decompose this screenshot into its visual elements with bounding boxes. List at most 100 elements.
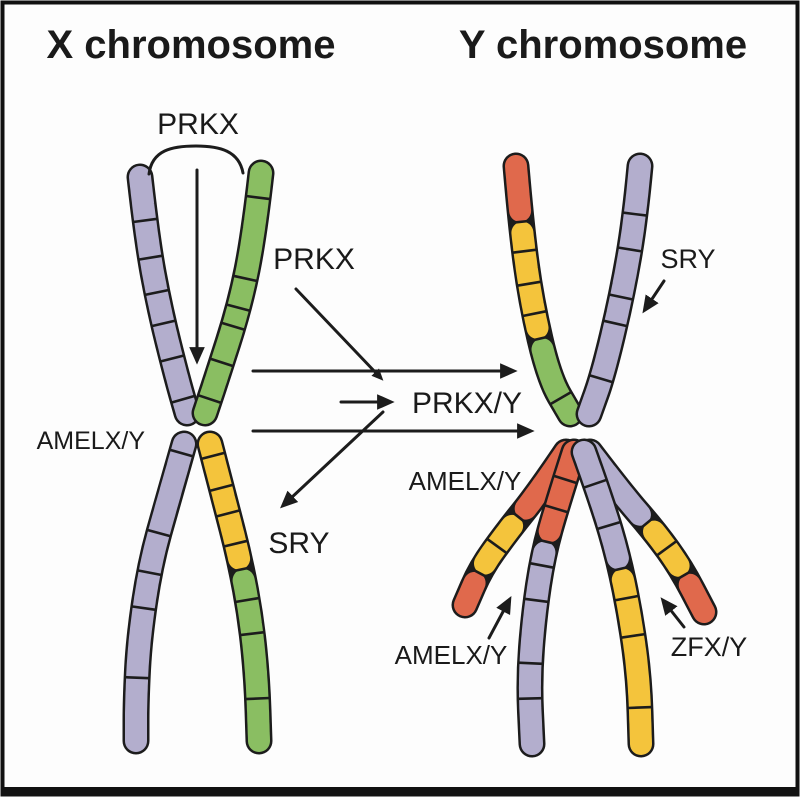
segment-line <box>617 246 643 253</box>
x-chromosome-title: X chromosome <box>47 23 336 67</box>
segment-line <box>159 354 185 363</box>
x-upper-right-section-green <box>194 162 272 424</box>
label-amelxy-y-center: AMELX/Y <box>409 466 522 496</box>
segment-line <box>209 483 234 493</box>
y-upper-left-section-yellow <box>511 221 549 339</box>
segment-line <box>656 540 678 557</box>
segment-line <box>608 293 634 301</box>
segment-line <box>223 539 248 548</box>
annotation-arrows <box>147 144 686 640</box>
label-prkx-side: PRKX <box>273 243 355 276</box>
segment-line <box>486 537 508 555</box>
segment-line <box>508 219 534 225</box>
segment-line <box>132 217 158 224</box>
segment-line <box>608 564 633 573</box>
y-chromosome-title: Y chromosome <box>459 23 747 67</box>
arrow-to-sry-x <box>280 410 385 509</box>
label-prkxy: PRKX/Y <box>412 387 522 420</box>
segment-line <box>215 509 241 518</box>
arrow-sry-y <box>642 279 666 314</box>
segment-line <box>517 696 543 701</box>
y-upper-right-arm <box>575 152 654 428</box>
segment-line <box>529 561 555 569</box>
y-bottom-far-left-arm <box>451 438 580 619</box>
y-bottom-inner-right-section-purple <box>573 441 629 570</box>
segment-line <box>144 288 170 297</box>
segment-line <box>138 254 163 261</box>
segment-line <box>229 565 254 574</box>
arrow-prkx-to-prkxy <box>294 287 384 381</box>
segment-line <box>245 194 271 201</box>
segment-line <box>524 597 549 604</box>
segment-line <box>233 274 258 283</box>
segment-line <box>516 280 542 287</box>
segment-line <box>512 248 537 254</box>
arrow-zfxy <box>660 597 686 629</box>
label-sry-x: SRY <box>268 527 329 560</box>
x-lower-left-arm <box>122 430 198 755</box>
label-prkx-top: PRKX <box>157 108 239 141</box>
segment-line <box>151 319 176 328</box>
y-upper-left-section-green <box>531 338 581 425</box>
segment-line <box>544 503 569 514</box>
segment-line <box>549 390 572 406</box>
segment-line <box>131 605 156 612</box>
y-bottom-inner-right-arm <box>570 438 655 758</box>
y-bottom-inner-left-section-red <box>538 441 585 543</box>
x-upper-left-arm <box>126 163 201 427</box>
x-lower-right-section-green <box>232 569 270 752</box>
x-upper-right-arm <box>191 159 275 427</box>
segment-line <box>620 632 646 639</box>
x-lower-right-section-yellow <box>199 433 251 570</box>
segment-line <box>239 630 265 637</box>
segment-line <box>534 537 560 546</box>
text-labels: X chromosome Y chromosome PRKX PRKX PRKX… <box>37 23 748 670</box>
label-zfxy: ZFX/Y <box>671 632 748 662</box>
y-bottom-far-right-section-red <box>678 573 715 623</box>
segment-line <box>137 569 162 577</box>
segment-line <box>596 520 621 531</box>
y-upper-left-arm <box>502 152 584 428</box>
arrow-amelxy-bottom <box>487 595 512 640</box>
segment-line <box>197 393 222 405</box>
segment-line <box>589 373 614 384</box>
chromosome-arms <box>122 152 718 758</box>
segment-line <box>553 474 578 485</box>
x-upper-left-section-purple <box>129 166 198 424</box>
label-sry-y: SRY <box>660 244 715 274</box>
prkx-brace <box>147 144 245 176</box>
segment-line <box>146 528 171 538</box>
y-bottom-inner-right-section-yellow <box>611 568 652 755</box>
segment-line <box>636 514 658 532</box>
segment-line <box>170 394 196 404</box>
segment-line <box>124 675 150 680</box>
segment-line <box>583 478 608 489</box>
segment-line <box>627 705 653 710</box>
segment-line <box>614 594 639 602</box>
segment-line <box>603 319 628 328</box>
segment-line <box>522 309 547 318</box>
label-amelxy-x: AMELX/Y <box>37 427 146 455</box>
segment-line <box>200 451 226 461</box>
y-upper-right-section-purple <box>578 155 651 425</box>
segment-line <box>468 566 491 580</box>
label-amelxy-y-bottom: AMELX/Y <box>395 640 508 670</box>
y-upper-left-section-red <box>505 155 532 222</box>
segment-line <box>220 321 246 331</box>
segment-line <box>527 334 553 343</box>
segment-line <box>518 661 543 666</box>
segment-line <box>234 596 260 604</box>
y-bottom-inner-left-section-purple <box>518 541 556 755</box>
x-lower-right-arm <box>196 430 273 755</box>
x-lower-left-section-purple <box>125 433 195 752</box>
y-bottom-far-left-section-yellow <box>474 514 524 575</box>
segment-line <box>245 696 270 701</box>
segment-line <box>622 211 648 217</box>
y-bottom-inner-left-arm <box>516 438 588 758</box>
segment-line <box>169 448 194 458</box>
segment-line <box>508 508 530 526</box>
segment-line <box>209 357 234 368</box>
